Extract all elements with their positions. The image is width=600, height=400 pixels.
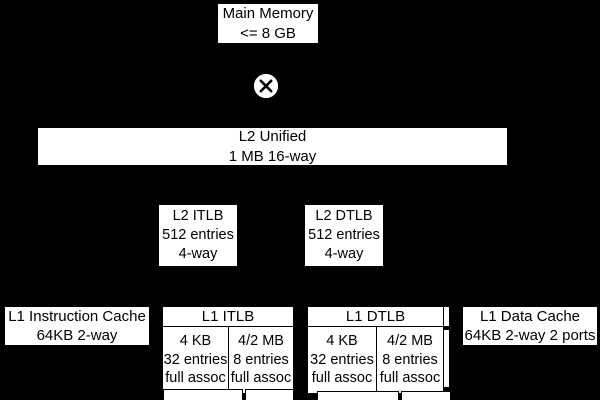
l1-instruction-cache-spec: 64KB 2-way (36, 327, 118, 344)
clipped-box-itlb-left (163, 389, 243, 400)
l1-itlb-cell-4-2mb-entries: 8 entries (233, 351, 289, 368)
l1-dtlb-cell-4-2mb-entries: 8 entries (382, 351, 438, 368)
l2-itlb-entries: 512 entries (162, 227, 234, 244)
l2-itlb-title: L2 ITLB (172, 208, 224, 225)
l2-unified-title: L2 Unified (238, 128, 307, 145)
l1-data-cache-spec: 64KB 2-way 2 ports (464, 327, 596, 344)
l1-itlb-cell-4kb-assoc: full assoc (165, 370, 226, 387)
l1-dtlb-cell-4kb: 4 KB 32 entries full assoc (307, 326, 377, 394)
l1-itlb-group: L1 ITLB 4 KB 32 entries full assoc 4/2 M… (162, 306, 294, 400)
clipped-box-dtlb-left (317, 391, 399, 400)
l1-dtlb-cell-4-2mb-pagesize: 4/2 MB (387, 332, 433, 349)
l1-dtlb-group: L1 DTLB 4 KB 32 entries full assoc 4/2 M… (307, 306, 444, 400)
l1-itlb-cell-4kb-pagesize: 4 KB (179, 332, 212, 349)
l2-dtlb-box: L2 DTLB 512 entries 4-way (304, 204, 384, 267)
l1-dtlb-cell-4kb-assoc: full assoc (311, 370, 373, 387)
l1-itlb-cell-4-2mb-pagesize: 4/2 MB (238, 332, 284, 349)
dtlb-side-strip-top (443, 306, 450, 327)
l2-unified-box: L2 Unified 1 MB 16-way (37, 127, 508, 166)
l1-itlb-cell-4kb-entries: 32 entries (163, 351, 228, 368)
l1-dtlb-cell-4-2mb-assoc: full assoc (379, 370, 441, 387)
l1-instruction-cache-title: L1 Instruction Cache (8, 307, 146, 325)
l1-data-cache-box: L1 Data Cache 64KB 2-way 2 ports (462, 306, 598, 346)
l1-dtlb-cell-4kb-entries: 32 entries (310, 351, 374, 368)
l2-dtlb-title: L2 DTLB (315, 208, 373, 225)
l2-itlb-box: L2 ITLB 512 entries 4-way (158, 204, 238, 267)
clipped-box-dtlb-right (401, 391, 451, 400)
l1-dtlb-cell-4-2mb: 4/2 MB 8 entries full assoc (376, 326, 444, 394)
l1-dtlb-header: L1 DTLB (307, 306, 444, 327)
l1-itlb-cell-4-2mb: 4/2 MB 8 entries full assoc (228, 326, 294, 394)
l1-itlb-header: L1 ITLB (162, 306, 294, 327)
l1-data-cache-title: L1 Data Cache (479, 307, 581, 325)
main-memory-box: Main Memory <= 8 GB (217, 3, 319, 44)
l2-itlb-assoc: 4-way (178, 245, 218, 262)
dtlb-side-strip-bottom (443, 329, 450, 388)
l1-dtlb-cell-4kb-pagesize: 4 KB (326, 332, 358, 349)
l1-itlb-cell-4-2mb-assoc: full assoc (230, 370, 292, 387)
main-memory-title: Main Memory (222, 5, 314, 22)
l2-dtlb-entries: 512 entries (308, 227, 380, 244)
clipped-box-itlb-right (245, 389, 294, 400)
l1-itlb-cell-4kb: 4 KB 32 entries full assoc (162, 326, 229, 394)
l2-dtlb-assoc: 4-way (324, 245, 364, 262)
main-memory-capacity: <= 8 GB (240, 24, 296, 42)
x-circle-icon (254, 74, 278, 98)
l2-unified-spec: 1 MB 16-way (228, 147, 317, 165)
l1-instruction-cache-box: L1 Instruction Cache 64KB 2-way (4, 306, 150, 346)
